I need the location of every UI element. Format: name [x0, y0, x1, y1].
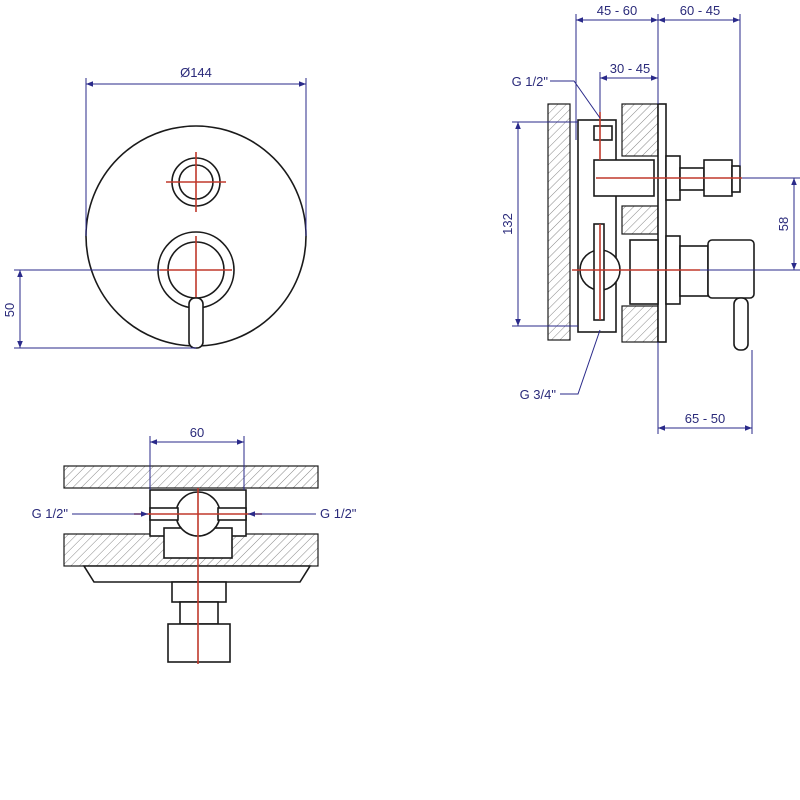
top-port: [593, 125, 613, 141]
front-view: Ø144 50: [2, 65, 307, 349]
plan-view: 60 G 1/2" G 1/2": [32, 425, 357, 664]
inlet-bottom-label: G 3/4": [520, 387, 557, 402]
mixer-handle-base: [707, 239, 755, 299]
plan-width-dimension: 60: [190, 425, 204, 440]
mixer-hub-side: [679, 245, 709, 297]
inlet-riser: [593, 223, 605, 321]
mixer-lever-side: [733, 297, 749, 351]
plan-left-inlet-label: G 1/2": [32, 506, 69, 521]
axis-offset-dimension: 58: [776, 217, 791, 231]
wall-plate: [547, 103, 571, 341]
spindle-middle: [179, 601, 219, 625]
top-right-dimension: 60 - 45: [680, 3, 720, 18]
diverter-stem: [679, 167, 705, 191]
bottom-dimension: 65 - 50: [685, 411, 725, 426]
plan-right-inlet-label: G 1/2": [320, 506, 357, 521]
inlet-top-label: G 1/2": [512, 74, 549, 89]
top-left-dimension: 45 - 60: [597, 3, 637, 18]
spindle-upper: [171, 581, 227, 603]
overall-height-dimension: 132: [500, 213, 515, 235]
diameter-dimension: Ø144: [180, 65, 212, 80]
block-bottom: [621, 305, 659, 343]
upper-wall-section: [63, 465, 319, 489]
cover-plate-section: [82, 565, 312, 583]
spindle-handle: [167, 623, 231, 663]
lever-handle: [188, 297, 204, 349]
mixer-body-side: [629, 239, 659, 305]
inner-dimension: 30 - 45: [610, 61, 650, 76]
height-dimension: 50: [2, 303, 17, 317]
block-top: [621, 103, 659, 157]
cover-edge: [657, 103, 667, 343]
block-middle: [621, 205, 659, 235]
diverter-cap: [731, 165, 741, 193]
side-view: 45 - 60 60 - 45 30 - 45 G 1/2" 132 58 G …: [500, 3, 800, 434]
